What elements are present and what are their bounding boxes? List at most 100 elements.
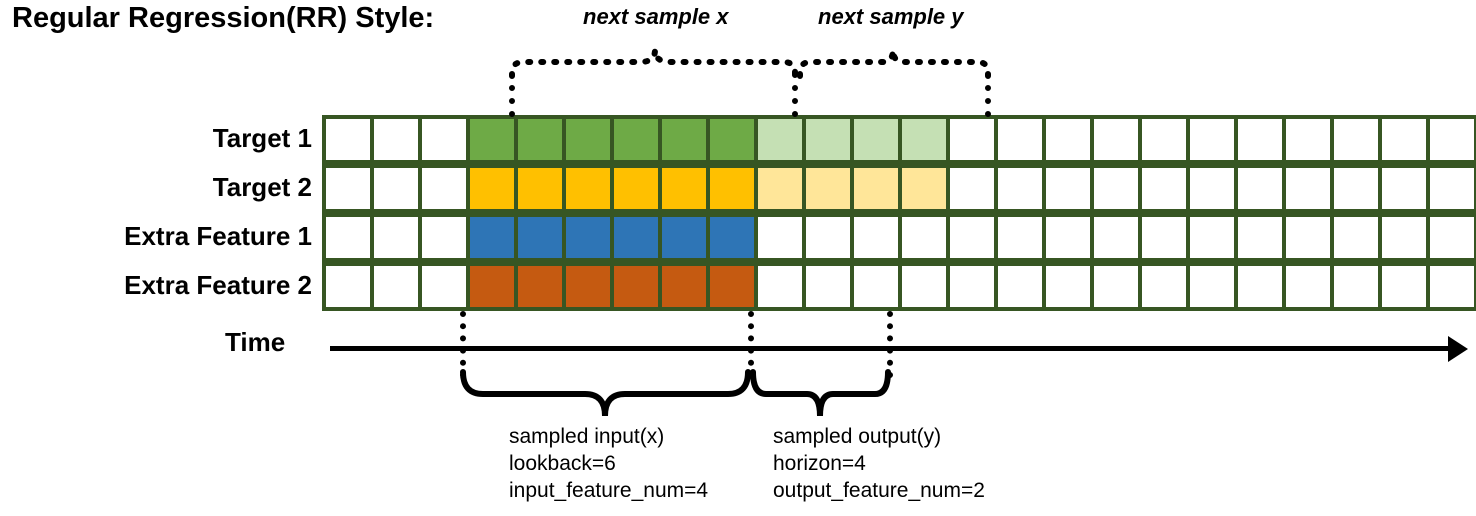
grid-cell-input	[662, 119, 706, 160]
grid-cell-empty	[326, 217, 370, 258]
grid-cell-output	[902, 119, 946, 160]
grid-cell-input	[710, 217, 754, 258]
grid-cell-empty	[374, 266, 418, 307]
time-axis-label: Time	[225, 327, 286, 357]
grid-cell-empty	[902, 266, 946, 307]
grid-cell-input	[470, 168, 514, 209]
grid-cell-empty	[1334, 119, 1378, 160]
brace-sampled-input	[460, 369, 751, 417]
sampled-input-line-3: input_feature_num=4	[509, 479, 709, 502]
grid-cell-empty	[422, 217, 466, 258]
grid-cell-empty	[998, 266, 1042, 307]
grid-cell-output	[854, 119, 898, 160]
grid-cell-empty	[1286, 168, 1330, 209]
grid-cell-empty	[1430, 119, 1474, 160]
grid-cell-empty	[806, 266, 850, 307]
grid-cell-empty	[902, 217, 946, 258]
grid-row	[322, 115, 1476, 164]
grid-cell-empty	[1238, 119, 1282, 160]
page-title: Regular Regression(RR) Style:	[12, 2, 435, 34]
grid-cell-input	[470, 119, 514, 160]
grid-cell-empty	[326, 119, 370, 160]
brace-sampled-output	[750, 369, 891, 417]
grid-cell-empty	[854, 266, 898, 307]
row-label-target-2: Target 2	[212, 172, 312, 202]
grid-cell-empty	[1190, 119, 1234, 160]
grid-cell-empty	[806, 217, 850, 258]
grid-cell-input	[518, 266, 562, 307]
grid-cell-empty	[1142, 217, 1186, 258]
grid-cell-empty	[1238, 217, 1282, 258]
grid-cell-input	[710, 168, 754, 209]
grid-cell-empty	[998, 217, 1042, 258]
sampled-input-line-1: sampled input(x)	[509, 425, 665, 448]
grid-cell-input	[518, 119, 562, 160]
grid-cell-input	[662, 168, 706, 209]
grid-cell-input	[710, 119, 754, 160]
grid-cell-input	[614, 266, 658, 307]
grid-cell-input	[710, 266, 754, 307]
grid-cell-empty	[1334, 168, 1378, 209]
dotted-brace-next-sample-x	[509, 49, 798, 79]
grid-cell-empty	[1190, 217, 1234, 258]
time-axis-line	[330, 346, 1456, 351]
sampled-output-line-2: horizon=4	[773, 452, 866, 475]
grid-cell-empty	[1094, 266, 1138, 307]
dotted-guide-bottom-middle	[748, 311, 754, 378]
grid-cell-input	[470, 266, 514, 307]
grid-cell-empty	[854, 217, 898, 258]
grid-cell-output	[806, 119, 850, 160]
dotted-guide-bottom-right	[887, 311, 893, 378]
grid-cell-input	[566, 266, 610, 307]
grid-row	[322, 164, 1476, 213]
grid-cell-empty	[1094, 217, 1138, 258]
row-label-extra-feature-1: Extra Feature 1	[124, 221, 312, 251]
grid-cell-input	[518, 217, 562, 258]
grid-cell-empty	[1142, 168, 1186, 209]
row-label-extra-feature-2: Extra Feature 2	[124, 270, 312, 300]
grid-cell-input	[662, 266, 706, 307]
grid-row	[322, 213, 1476, 262]
grid-cell-empty	[1334, 217, 1378, 258]
time-axis-arrow-icon	[1448, 336, 1468, 362]
dotted-brace-next-sample-y	[797, 49, 991, 79]
grid-cell-empty	[1382, 119, 1426, 160]
row-label-column: Target 1 Target 2 Extra Feature 1 Extra …	[48, 115, 312, 311]
grid-cell-empty	[374, 119, 418, 160]
grid-cell-input	[662, 217, 706, 258]
grid-row	[322, 262, 1476, 311]
grid-cell-empty	[1430, 168, 1474, 209]
grid-cell-empty	[950, 168, 994, 209]
grid-cell-empty	[1046, 266, 1090, 307]
grid-cell-empty	[998, 119, 1042, 160]
grid-cell-empty	[1094, 168, 1138, 209]
grid-cell-empty	[1430, 266, 1474, 307]
grid-cell-input	[614, 168, 658, 209]
grid-cell-empty	[374, 168, 418, 209]
grid-cell-empty	[1190, 266, 1234, 307]
grid-cell-empty	[1382, 217, 1426, 258]
grid-cell-empty	[998, 168, 1042, 209]
grid-cell-input	[470, 217, 514, 258]
annotation-next-sample-y: next sample y	[818, 4, 964, 29]
grid-cell-empty	[1286, 266, 1330, 307]
row-label-target-1: Target 1	[212, 123, 312, 153]
grid-cell-empty	[422, 266, 466, 307]
grid-cell-empty	[422, 119, 466, 160]
grid-cell-empty	[1430, 217, 1474, 258]
grid-cell-empty	[950, 119, 994, 160]
grid-cell-input	[566, 217, 610, 258]
grid-cell-empty	[422, 168, 466, 209]
grid-cell-input	[566, 119, 610, 160]
grid-cell-empty	[950, 266, 994, 307]
annotation-sampled-input: sampled input(x) lookback=6 input_featur…	[509, 423, 708, 504]
grid-cell-empty	[326, 266, 370, 307]
grid-cell-empty	[1286, 217, 1330, 258]
timeline-grid	[322, 115, 1476, 311]
dotted-guide-top-right	[985, 72, 991, 117]
dotted-guide-bottom-left	[460, 311, 466, 378]
grid-cell-empty	[1286, 119, 1330, 160]
grid-cell-empty	[326, 168, 370, 209]
dotted-guide-top-middle	[792, 72, 798, 117]
